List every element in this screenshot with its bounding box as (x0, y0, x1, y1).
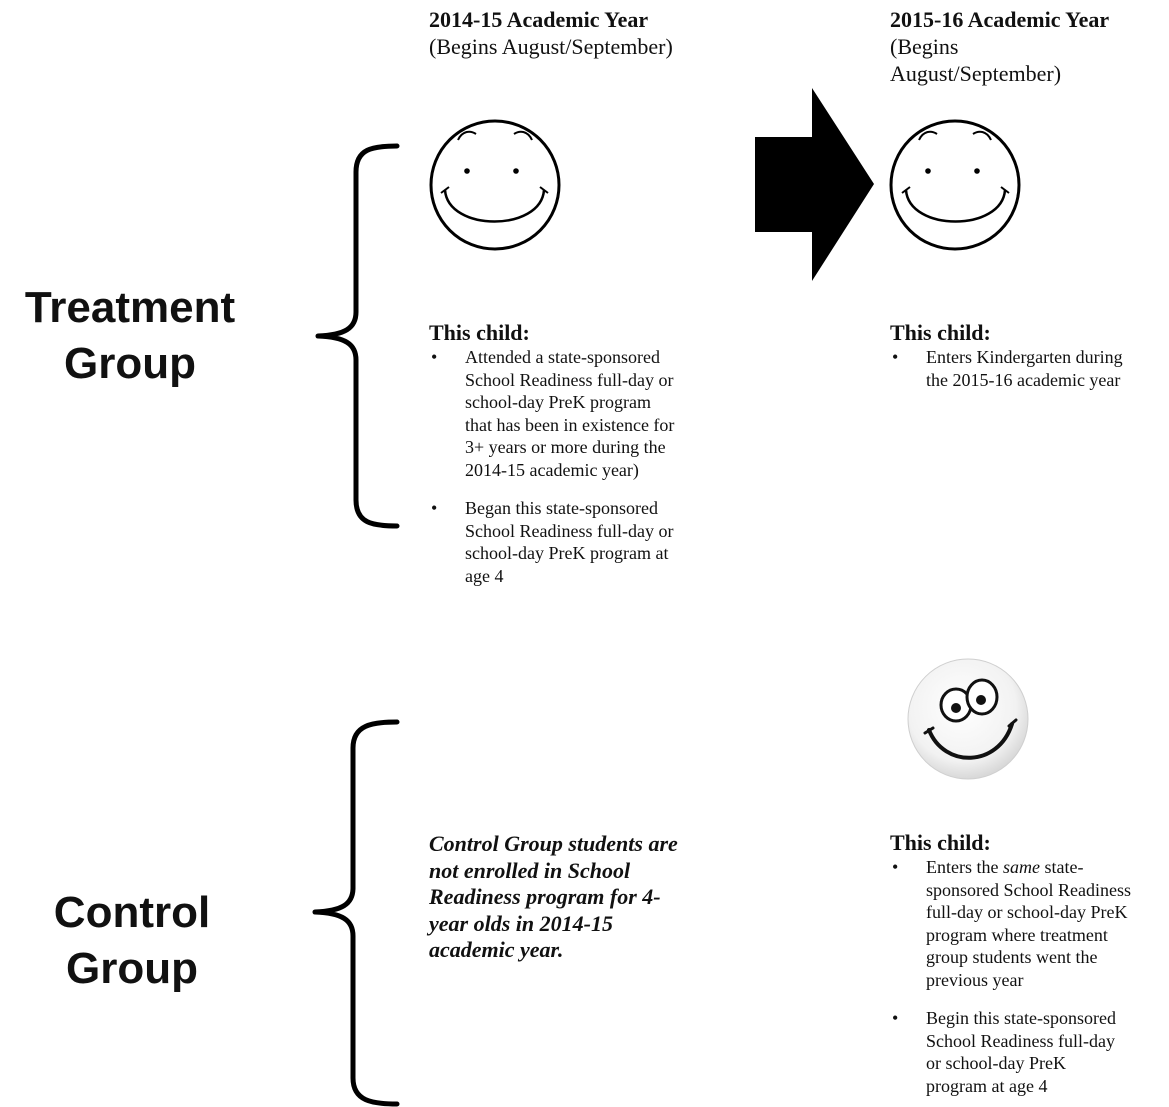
year2-header: 2015-16 Academic Year (Begins August/Sep… (890, 6, 1109, 87)
control-group-label: Control Group (2, 885, 262, 997)
treatment-year2-block: This child: Enters Kindergarten during t… (890, 320, 1169, 391)
bullet-line: Begin this state-sponsored (926, 1008, 1116, 1028)
bullet-line: Began this state-sponsored (465, 498, 658, 518)
right-arrow-icon (755, 88, 874, 281)
bullet-line: Attended a state-sponsored (465, 347, 660, 367)
emphasis-text: same (1002, 857, 1040, 877)
bullet-list: Attended a state-sponsored School Readin… (429, 346, 729, 587)
treatment-label-line1: Treatment (24, 283, 236, 332)
wide-eyed-smiley-icon (907, 658, 1029, 780)
bullet-line: that has been in existence for (465, 414, 675, 435)
child-heading: This child: (890, 320, 991, 345)
year1-header: 2014-15 Academic Year (Begins August/Sep… (429, 6, 673, 60)
bullet-line: program at age 4 (926, 1075, 1048, 1096)
year1-title: 2014-15 Academic Year (429, 7, 649, 32)
note-line: not enrolled in School (429, 857, 631, 883)
bullet-line: School Readiness full-day or (465, 520, 674, 541)
treatment-group-label: Treatment Group (0, 280, 260, 392)
note-line: academic year. (429, 937, 564, 962)
bullet-line: previous year (926, 969, 1024, 990)
bullet-text: state- (1039, 857, 1084, 877)
bullet-line: sponsored School Readiness (926, 879, 1131, 900)
bullet-list: Enters Kindergarten during the 2015-16 a… (890, 346, 1169, 391)
note-line: Control Group students are (429, 831, 678, 856)
bullet-line: or school-day PreK (926, 1053, 1066, 1073)
smiley-face-icon (429, 119, 561, 251)
bullet-line: School Readiness full-day or (465, 369, 674, 390)
bullet-line: Enters Kindergarten during (926, 347, 1123, 367)
control-year2-block: This child: Enters the same state- spons… (890, 830, 1169, 1097)
year2-subtitle-line2: August/September) (890, 61, 1062, 86)
bullet-line: the 2015-16 academic year (926, 369, 1121, 390)
control-year1-note: Control Group students are not enrolled … (429, 831, 739, 964)
bullet-line: program where treatment (926, 924, 1108, 945)
smiley-face-icon (889, 119, 1021, 251)
bullet-line: school-day PreK program at (465, 543, 669, 563)
treatment-brace-icon (315, 143, 400, 529)
bullet-line: school-day PreK program (465, 392, 651, 412)
treatment-year1-block: This child: Attended a state-sponsored S… (429, 320, 729, 587)
bullet-line: age 4 (465, 565, 504, 586)
child-heading: This child: (890, 830, 991, 855)
bullet-list: Enters the same state- sponsored School … (890, 856, 1169, 1097)
bullet-line: School Readiness full-day (926, 1030, 1115, 1051)
bullet-line: 2014-15 academic year) (465, 459, 639, 480)
bullet-line: group students went the (926, 947, 1098, 967)
bullet-line: 3+ years or more during the (465, 437, 666, 457)
year1-subtitle: (Begins August/September) (429, 34, 673, 59)
list-item: Enters Kindergarten during the 2015-16 a… (890, 346, 1169, 391)
list-item: Enters the same state- sponsored School … (890, 856, 1169, 991)
list-item: Began this state-sponsored School Readin… (429, 497, 729, 587)
year2-title: 2015-16 Academic Year (890, 7, 1110, 32)
list-item: Attended a state-sponsored School Readin… (429, 346, 729, 481)
control-label-line1: Control (53, 888, 211, 937)
child-heading: This child: (429, 320, 530, 345)
bullet-text: Enters the (926, 857, 1003, 877)
list-item: Begin this state-sponsored School Readin… (890, 1007, 1169, 1097)
note-line: year olds in 2014-15 (429, 910, 613, 936)
year2-subtitle-line1: (Begins (890, 34, 959, 59)
bullet-line: full-day or school-day PreK (926, 902, 1128, 922)
bullet-line: Enters the same state- (926, 856, 1169, 879)
treatment-label-line2: Group (64, 339, 196, 388)
control-brace-icon (312, 719, 400, 1107)
control-label-line2: Group (66, 944, 198, 993)
note-line: Readiness program for 4- (429, 884, 661, 909)
